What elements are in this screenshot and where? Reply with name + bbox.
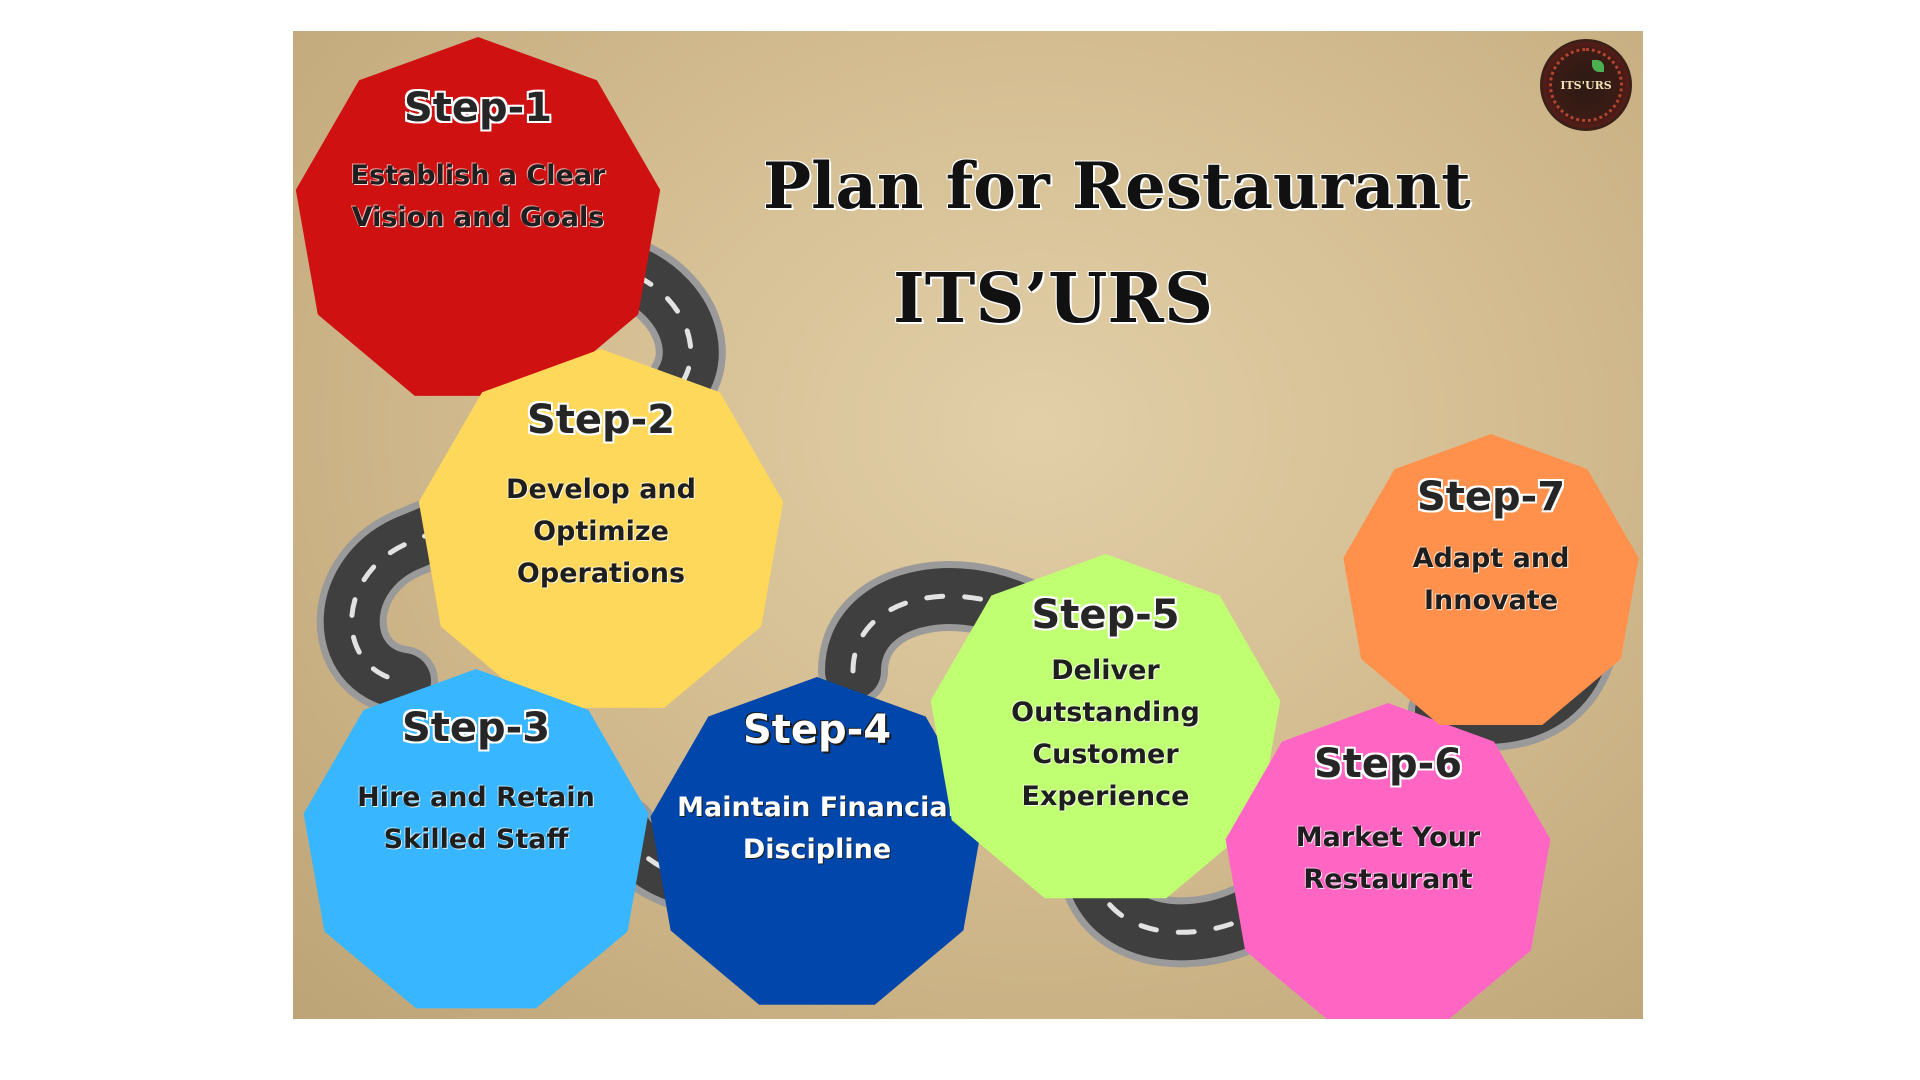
step-1-label: Step-1 — [403, 85, 553, 131]
step-4-text-line: Discipline — [742, 834, 892, 865]
step-1-text-line: Establish a Clear — [350, 160, 606, 191]
step-3-text-line: Skilled Staff — [383, 824, 569, 855]
step-6-text-line: Restaurant — [1303, 864, 1473, 895]
step-5-text-line: Outstanding — [1011, 697, 1200, 728]
step-4-label: Step-4 — [742, 707, 892, 753]
step-2-text-line: Develop and — [506, 474, 696, 505]
step-2-text-line: Optimize — [533, 516, 669, 547]
step-5-label: Step-5 — [1031, 592, 1180, 638]
step-7-label: Step-7 — [1416, 474, 1566, 520]
step-5-text-line: Experience — [1021, 781, 1190, 812]
restaurant-logo-icon: ITS'URS — [1540, 39, 1632, 131]
step-7-text-line: Adapt and — [1412, 543, 1570, 574]
step-2-text-line: Operations — [516, 558, 686, 589]
step-6-label: Step-6 — [1313, 741, 1463, 787]
logo-ring — [1549, 48, 1623, 122]
step-3-text-line: Hire and Retain — [357, 782, 595, 813]
step-3-label: Step-3 — [401, 705, 551, 751]
logo-text: ITS'URS — [1560, 78, 1612, 92]
step-2-label: Step-2 — [526, 397, 676, 443]
step-6-text-line: Market Your — [1295, 822, 1481, 853]
step-4-text-line: Maintain Financial — [677, 792, 957, 823]
step-5-text-line: Deliver — [1051, 655, 1160, 686]
step-1-text-line: Vision and Goals — [351, 202, 605, 233]
poster-title: Plan for Restaurant — [763, 149, 1471, 224]
poster-subtitle: ITS’URS — [892, 259, 1214, 339]
poster-canvas: Plan for Restaurant ITS’URS ITS'URS Step… — [293, 31, 1643, 1019]
step-7-text-line: Innovate — [1423, 585, 1559, 616]
step-5-text-line: Customer — [1032, 739, 1179, 770]
leaf-icon — [1592, 60, 1604, 72]
